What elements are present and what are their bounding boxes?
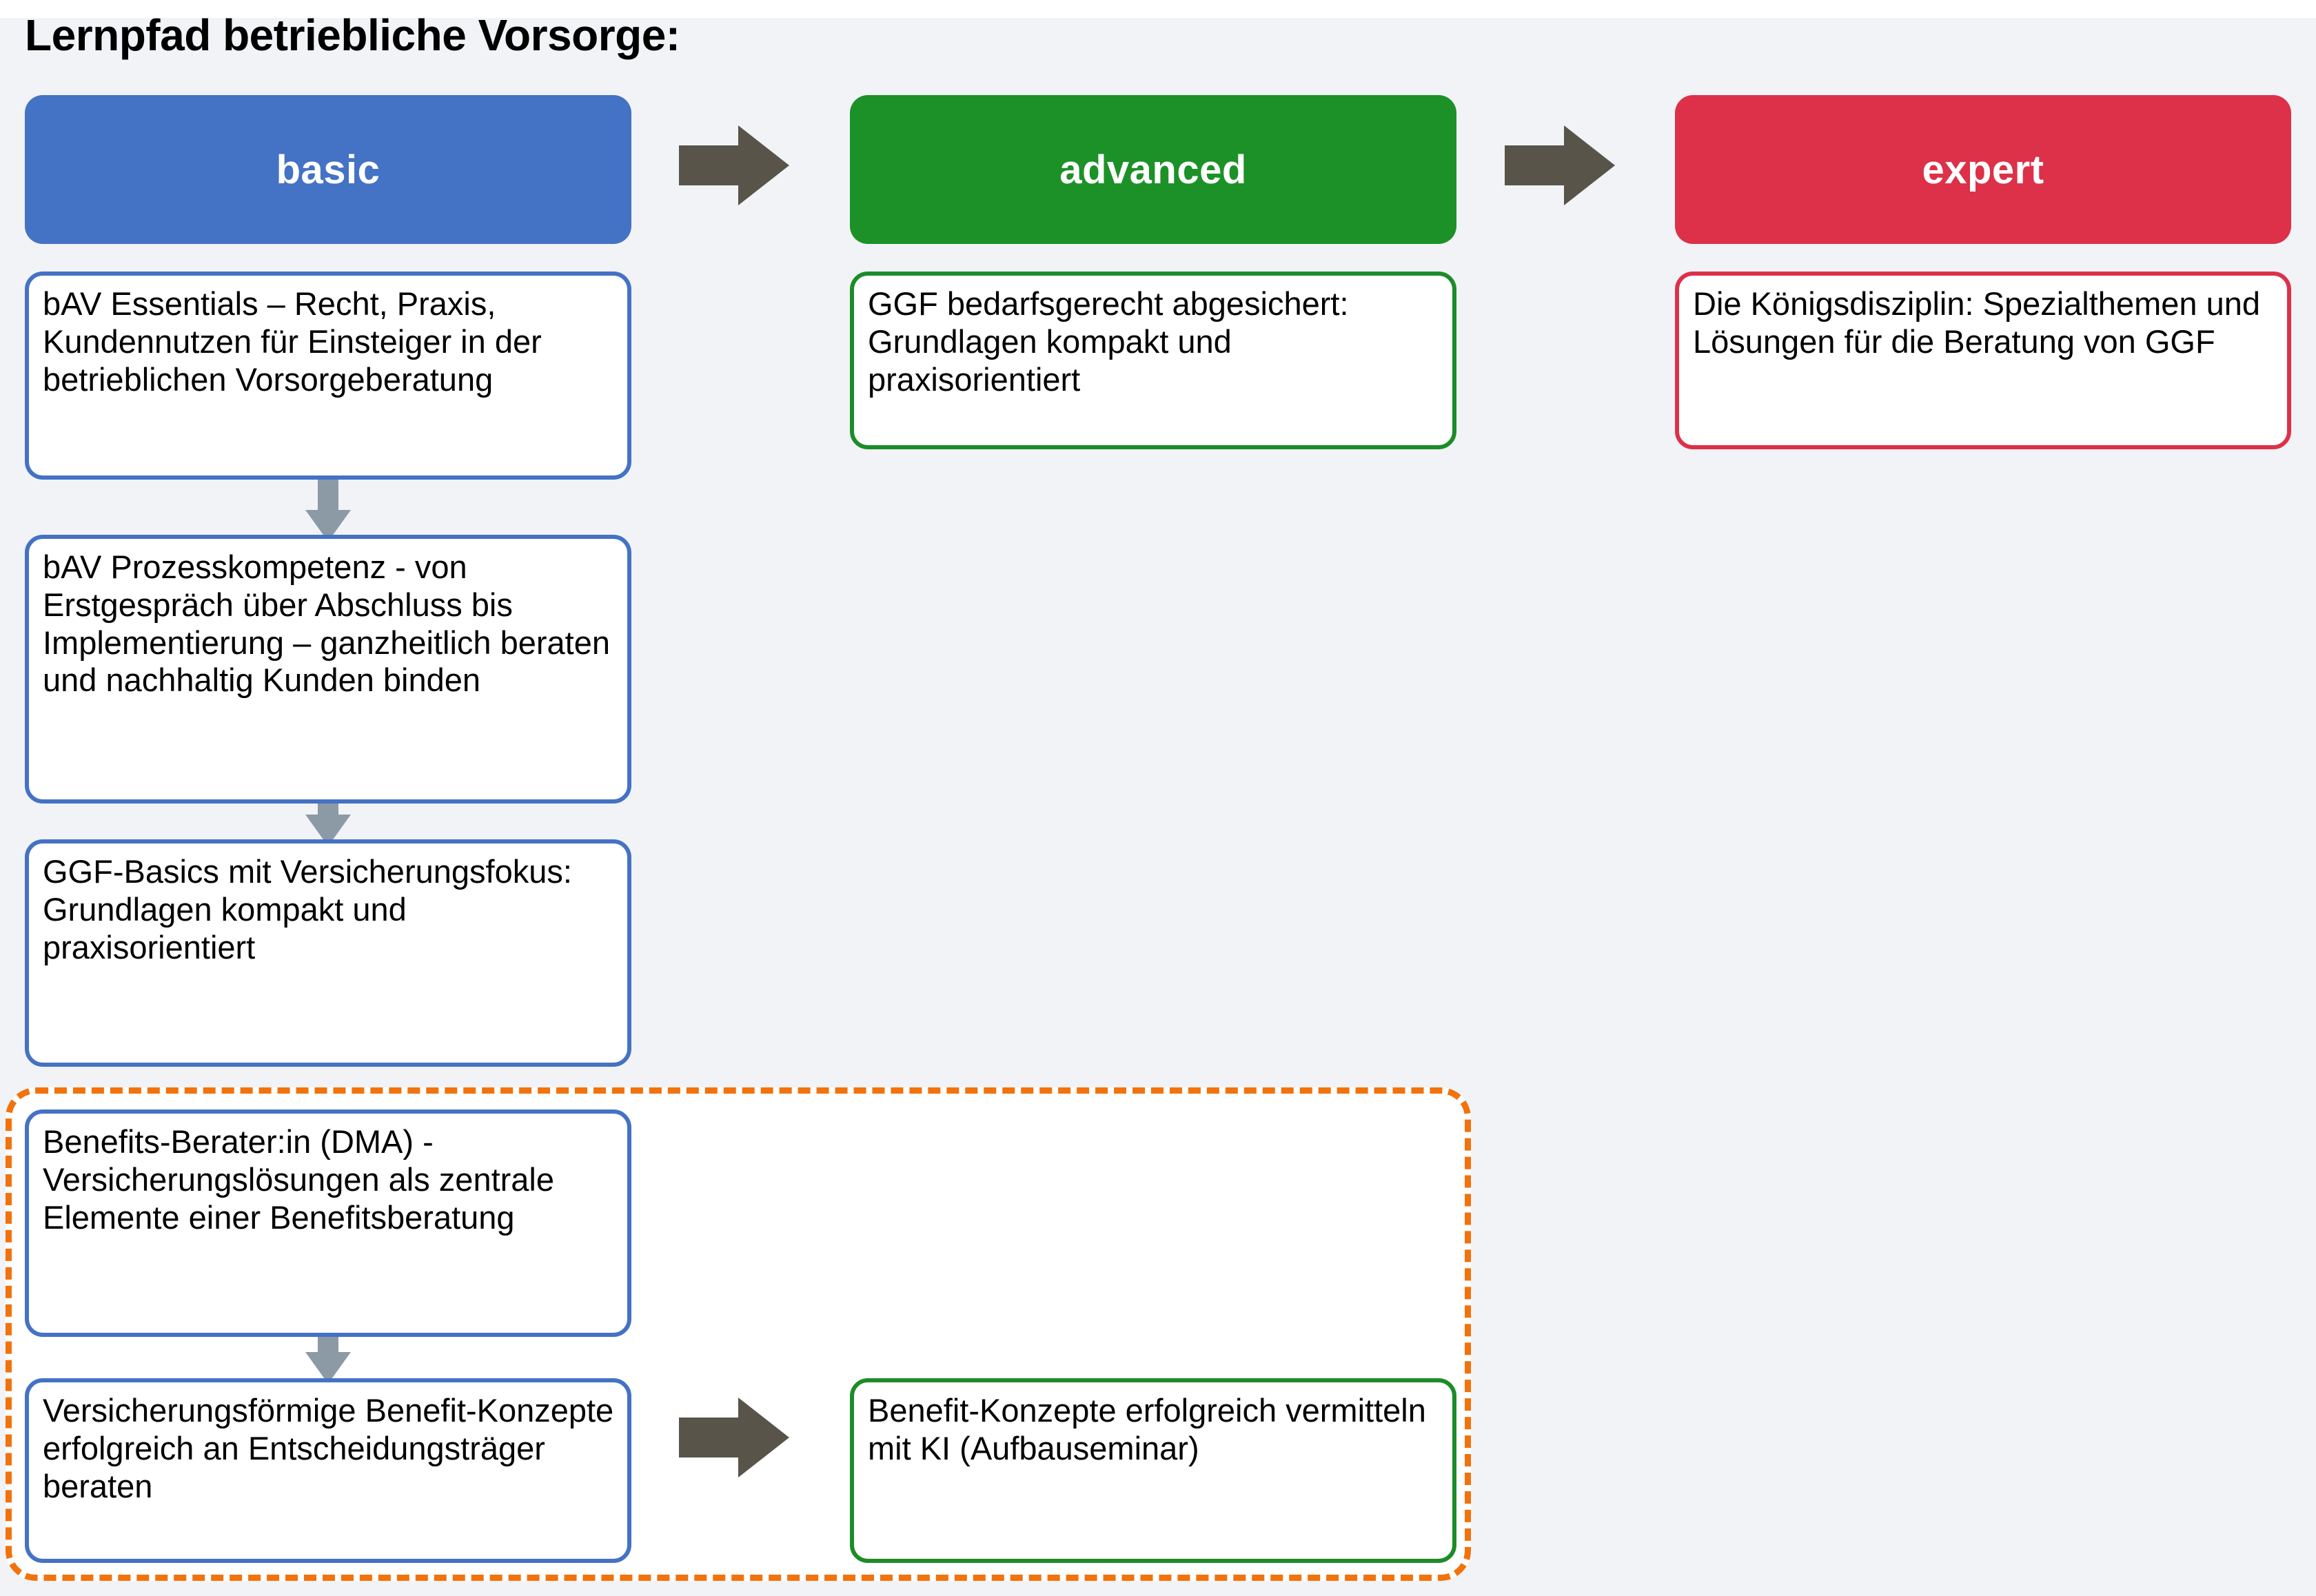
level-pill-expert[interactable]: expert: [1675, 95, 2291, 244]
course-card-text: GGF bedarfsgerecht abgesichert: Grundlag…: [868, 285, 1349, 398]
level-label-expert: expert: [1922, 147, 2044, 192]
course-card-advanced-1[interactable]: GGF bedarfsgerecht abgesichert: Grundlag…: [850, 272, 1456, 449]
course-card-text: bAV Essentials – Recht, Praxis, Kundennu…: [43, 285, 542, 398]
arrow-right-icon-benefit-to-ki: [679, 1398, 789, 1477]
course-card-text: GGF-Basics mit Versicherungsfokus: Grund…: [43, 853, 572, 965]
arrow-head: [1564, 125, 1615, 205]
arrow-head: [738, 1398, 789, 1477]
arrow-right-icon-basic-to-advanced: [679, 125, 789, 205]
course-card-basic-2[interactable]: bAV Prozesskompetenz - von Erstgespräch …: [25, 535, 631, 804]
level-label-basic: basic: [276, 147, 380, 192]
arrow-shaft: [679, 145, 743, 185]
arrow-right-icon-advanced-to-expert: [1505, 125, 1615, 205]
arrow-shaft: [679, 1418, 743, 1457]
course-card-text: Die Königsdisziplin: Spezialthemen und L…: [1693, 285, 2260, 360]
page-title: Lernpfad betriebliche Vorsorge:: [25, 10, 680, 60]
course-card-basic-5[interactable]: Versicherungsförmige Benefit-Konzepte er…: [25, 1378, 631, 1563]
level-pill-advanced[interactable]: advanced: [850, 95, 1456, 244]
course-card-advanced-2[interactable]: Benefit-Konzepte erfolgreich vermitteln …: [850, 1378, 1456, 1563]
arrow-shaft: [1505, 145, 1569, 185]
top-white-strip: [0, 0, 2316, 18]
course-card-basic-3[interactable]: GGF-Basics mit Versicherungsfokus: Grund…: [25, 839, 631, 1067]
level-label-advanced: advanced: [1059, 147, 1247, 192]
course-card-expert-1[interactable]: Die Königsdisziplin: Spezialthemen und L…: [1675, 272, 2291, 449]
arrow-head: [738, 125, 789, 205]
course-card-basic-4[interactable]: Benefits-Berater:in (DMA) - Versicherung…: [25, 1109, 631, 1337]
arrow-down-icon-step-1: [305, 473, 351, 542]
course-card-text: Benefit-Konzepte erfolgreich vermitteln …: [868, 1392, 1426, 1466]
course-card-basic-1[interactable]: bAV Essentials – Recht, Praxis, Kundennu…: [25, 272, 631, 480]
course-card-text: Benefits-Berater:in (DMA) - Versicherung…: [43, 1123, 555, 1236]
course-card-text: Versicherungsförmige Benefit-Konzepte er…: [43, 1392, 614, 1504]
course-card-text: bAV Prozesskompetenz - von Erstgespräch …: [43, 549, 611, 699]
level-pill-basic[interactable]: basic: [25, 95, 631, 244]
